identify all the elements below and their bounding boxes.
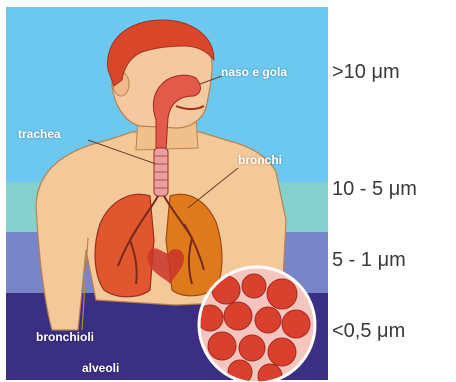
label-bronchioli: bronchioli <box>36 330 94 344</box>
size-label-5-1: 5 - 1 μm <box>332 249 406 272</box>
label-trachea: trachea <box>18 127 61 141</box>
alveoli-magnifier <box>197 267 315 382</box>
size-label-over-10: >10 μm <box>332 61 400 84</box>
label-bronchi: bronchi <box>238 153 282 167</box>
label-naso-e-gola: naso e gola <box>221 65 287 79</box>
size-label-under-0-5: <0,5 μm <box>332 320 405 343</box>
size-label-10-5: 10 - 5 μm <box>332 178 417 201</box>
label-alveoli: alveoli <box>82 361 119 375</box>
